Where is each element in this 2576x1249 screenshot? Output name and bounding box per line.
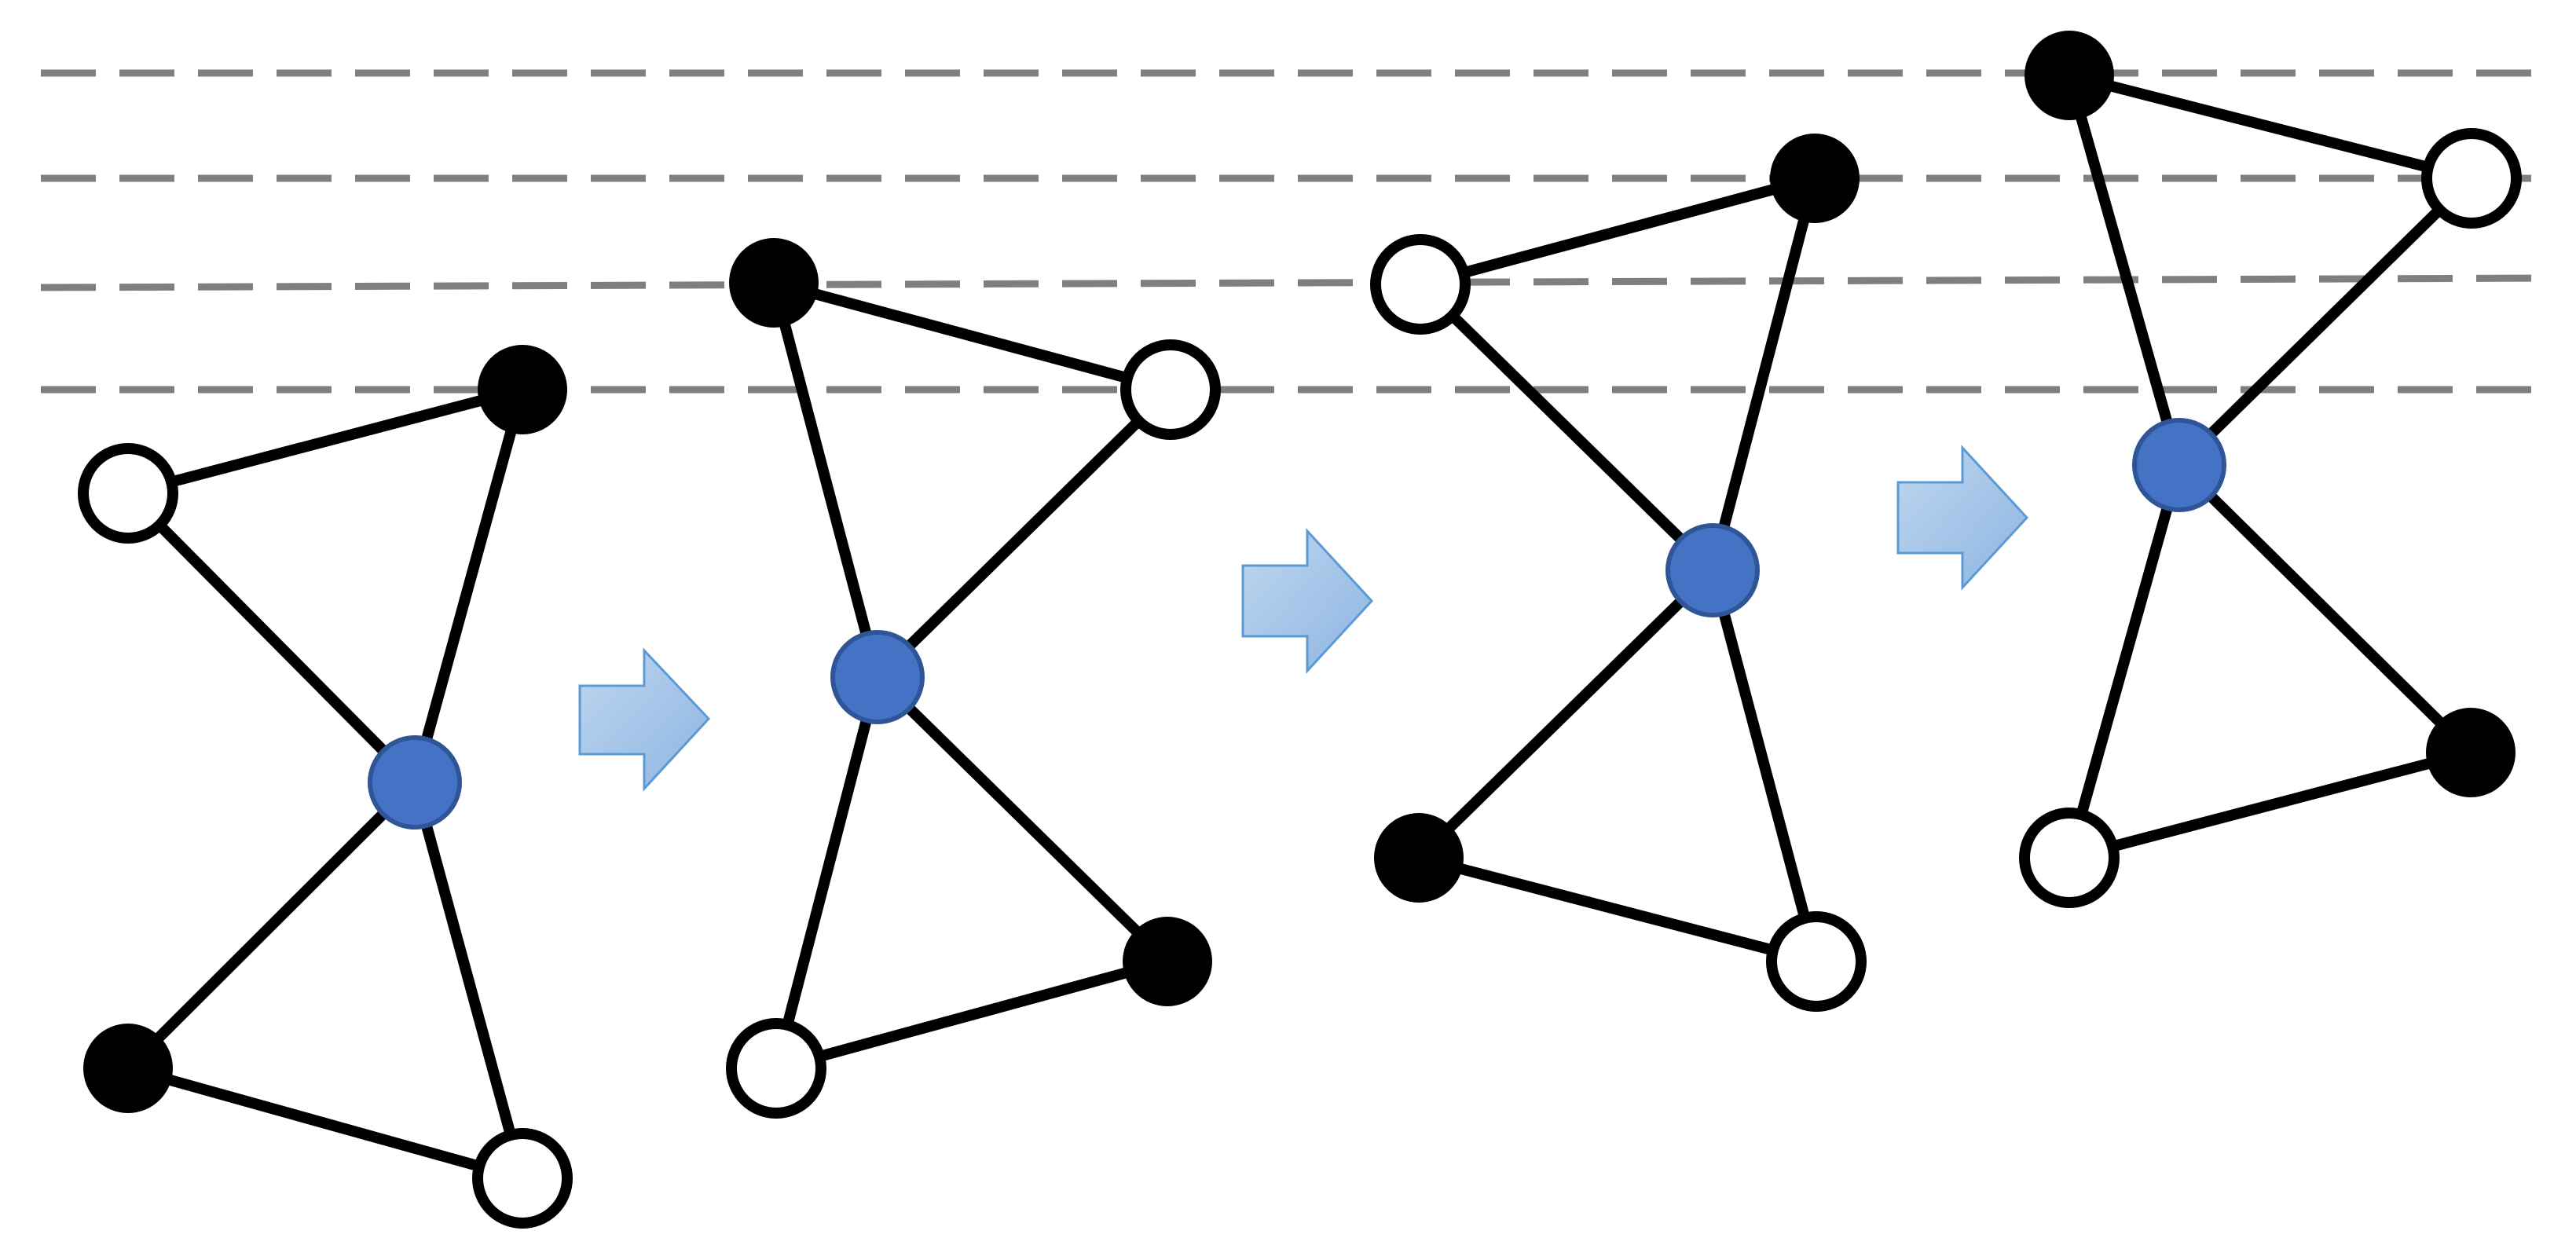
graph-edge [409,777,528,1184]
graph-node-white [2019,808,2120,908]
graph-node-center [1665,523,1760,617]
graph-edge [1707,173,1820,576]
graph-node-center [368,735,462,830]
graph-node-black [83,1024,173,1113]
graph-node-center [2132,418,2226,512]
graph-stage-3 [1370,134,1867,1012]
graph-node-center [830,630,925,724]
graph-stage-2 [726,238,1221,1119]
graph-node-white [2421,128,2522,229]
graph-node-black [1123,917,1212,1006]
graph-edge [768,277,1176,395]
graph-edge [1415,279,1718,576]
transition-arrow-3 [1896,445,2029,591]
guide-lines [40,69,2554,394]
guide-line-3 [40,274,2554,291]
graph-edge [768,277,883,683]
graph-edge [2174,460,2476,758]
graph-stage-4 [2019,31,2522,908]
graph-edges [123,384,528,1184]
transition-arrow-2 [1241,528,1374,674]
graph-edge [771,956,1173,1074]
graph-edge [2064,747,2476,863]
graph-node-black [2025,31,2114,120]
graph-edges [768,277,1176,1074]
graph-node-black [1374,813,1464,903]
graph-edge [123,488,420,788]
graph-edge [123,384,528,499]
graph-edge [2064,70,2185,471]
graph-node-white [1766,911,1867,1012]
graph-edge [409,384,528,788]
graph-edge [771,672,883,1074]
graph-node-black [1770,134,1860,223]
graph-edges [1413,173,1822,967]
graph-node-white [78,443,178,544]
graph-edge [1413,565,1718,863]
graph-edge [1413,852,1822,967]
graph-edge [872,672,1173,967]
graph-node-white [472,1128,573,1229]
graph-node-black [478,345,567,434]
graph-edge [2064,460,2185,863]
graph-edge [1707,565,1822,967]
graph-edge [872,384,1176,683]
graph-edge [2064,70,2477,184]
graph-node-black [729,238,819,328]
graph-edge [123,1063,528,1184]
graph-node-white [1370,234,1471,335]
graph-stage-1 [78,345,573,1229]
graph-edge [2174,173,2477,471]
graph-node-black [2426,708,2516,797]
transition-arrow-1 [578,647,711,792]
graph-node-white [1120,339,1221,440]
graph-edges [2064,70,2477,863]
graph-edge [1415,173,1820,290]
graph-edge [123,777,420,1074]
graph-node-white [726,1018,826,1119]
